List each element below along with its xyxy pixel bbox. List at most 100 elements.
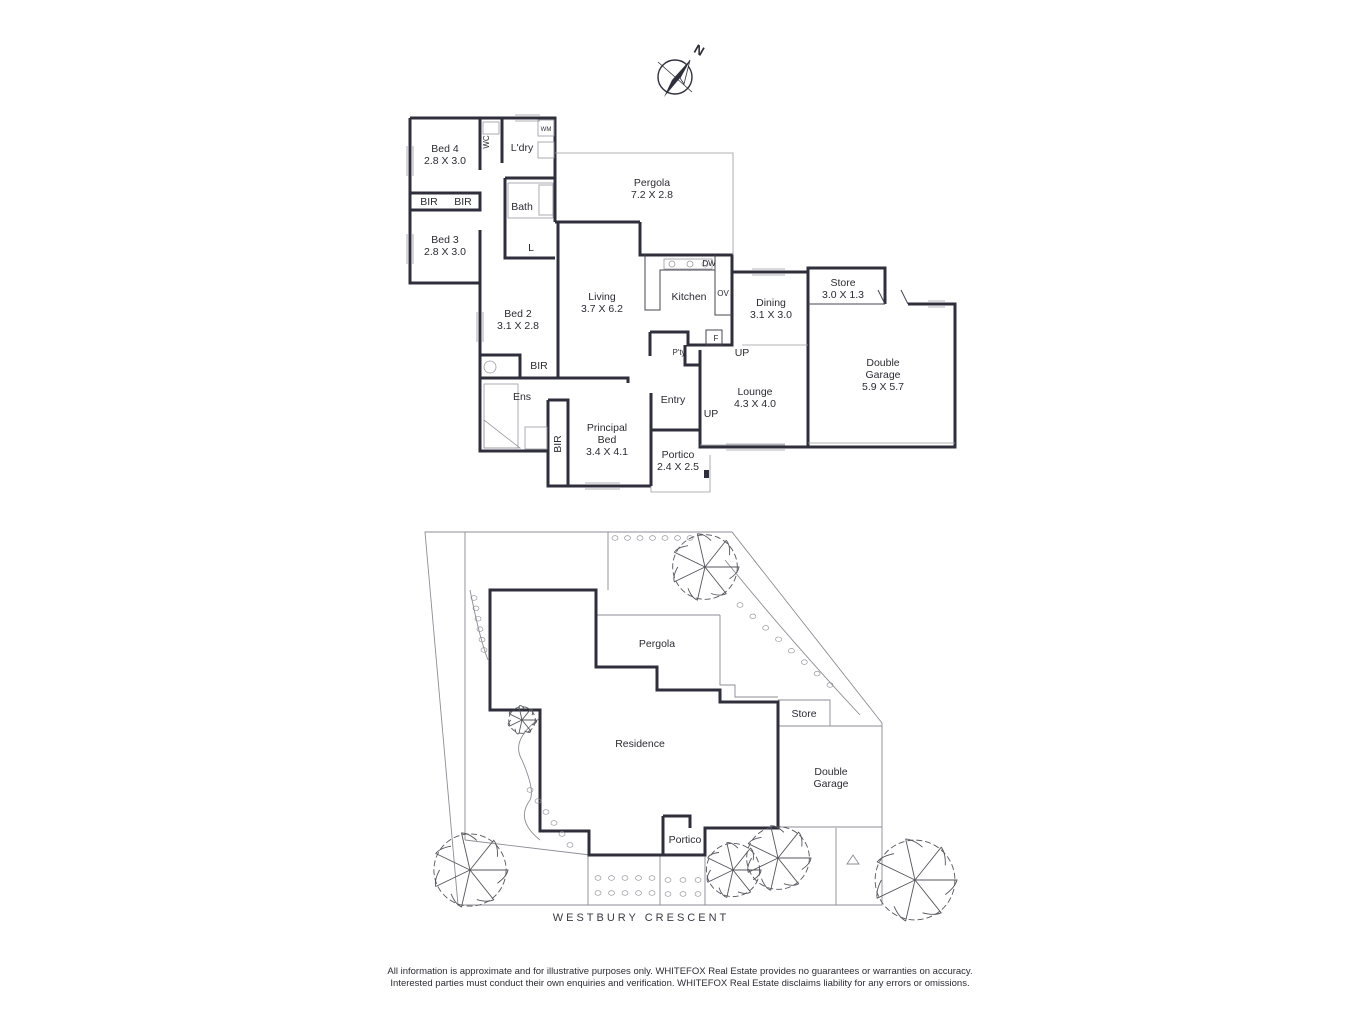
pebble: [749, 613, 757, 620]
room-garage-line2: Garage: [865, 369, 900, 381]
disclaimer-line-2: Interested parties must conduct their ow…: [390, 978, 970, 989]
site-garage-line1: Double: [814, 766, 847, 778]
pebble: [594, 875, 602, 881]
room-wc: WC: [482, 135, 491, 149]
room-bir-c: BIR: [530, 360, 548, 372]
pebble: [635, 875, 642, 881]
site-residence-outline: [488, 588, 780, 857]
pebble: [624, 535, 631, 541]
pebble: [542, 809, 550, 815]
room-store-dims: 3.0 X 1.3: [822, 289, 864, 301]
pebble: [558, 831, 566, 837]
pebble: [694, 877, 702, 883]
north-label: N: [691, 41, 707, 59]
room-principal-line2: Bed: [598, 434, 617, 446]
room-lounge-dims: 4.3 X 4.0: [734, 398, 776, 410]
room-bed4-dims: 2.8 X 3.0: [424, 155, 466, 167]
room-laundry: L'dry: [511, 142, 534, 154]
pebble: [621, 890, 629, 896]
room-pergola-name: Pergola: [634, 177, 670, 189]
room-dining-dims: 3.1 X 3.0: [750, 309, 792, 321]
pebble: [736, 602, 744, 608]
pebble: [474, 616, 482, 622]
pebble: [476, 626, 484, 632]
room-bed2-dims: 3.1 X 2.8: [497, 320, 539, 332]
site-plan-labels: Pergola Store Residence Double Garage Po…: [553, 638, 849, 924]
room-bir-a: BIR: [420, 196, 438, 208]
room-dw: DW: [702, 259, 716, 268]
pebble: [611, 535, 619, 541]
disclaimer: All information is approximate and for i…: [0, 966, 1360, 990]
site-pergola-label: Pergola: [639, 638, 675, 650]
tree-icon: [507, 705, 537, 735]
pebble: [788, 648, 795, 654]
pebble: [550, 820, 558, 826]
room-pantry: P'ty: [672, 348, 685, 357]
pebble: [648, 890, 656, 896]
disclaimer-line-1: All information is approximate and for i…: [387, 966, 973, 977]
pebble: [661, 535, 669, 541]
room-living-dims: 3.7 X 6.2: [581, 303, 623, 315]
room-bed3-name: Bed 3: [431, 234, 459, 246]
site-store-label: Store: [791, 708, 816, 720]
room-kitchen: Kitchen: [671, 291, 706, 303]
floor-plan-walls: [408, 116, 957, 488]
room-bir-d: BIR: [552, 435, 564, 453]
room-ensuite: Ens: [513, 391, 531, 403]
site-portico-label: Portico: [669, 834, 702, 846]
room-bed4-name: Bed 4: [431, 143, 459, 155]
pebble: [664, 891, 672, 897]
room-ov: OV: [717, 289, 729, 298]
pebble: [478, 636, 486, 643]
tree-icon: [672, 533, 740, 601]
room-garage-dims: 5.9 X 5.7: [862, 381, 904, 393]
room-lounge-name: Lounge: [737, 386, 772, 398]
pebble: [762, 625, 770, 631]
pebble: [648, 875, 656, 881]
room-bed3-dims: 2.8 X 3.0: [424, 246, 466, 258]
room-bir-b: BIR: [454, 196, 472, 208]
tree-icon: [746, 825, 812, 891]
pebble: [686, 535, 694, 541]
tree-icon: [705, 842, 762, 898]
pebble: [608, 875, 615, 881]
garden-pebbles: [470, 535, 834, 897]
room-store-name: Store: [830, 277, 855, 289]
room-portico-dims: 2.4 X 2.5: [657, 461, 699, 473]
pebble: [649, 535, 656, 541]
tree-icons: [433, 533, 958, 922]
tree-icon: [874, 838, 958, 922]
room-entry: Entry: [661, 394, 686, 406]
pebble: [566, 842, 574, 848]
room-living-name: Living: [588, 291, 616, 303]
site-residence-label: Residence: [615, 738, 665, 750]
room-bath: Bath: [511, 201, 533, 213]
pebble: [526, 787, 534, 793]
pebble: [534, 798, 542, 804]
floor-plan-labels: Bed 4 2.8 X 3.0 WC L'dry WM Pergola 7.2 …: [420, 127, 904, 473]
label-up-entry: UP: [704, 408, 719, 420]
street-name: WESTBURY CRESCENT: [553, 912, 730, 924]
pebble: [826, 682, 834, 688]
north-arrow-icon: [657, 59, 693, 97]
room-portico-name: Portico: [662, 449, 695, 461]
pebble: [470, 595, 478, 601]
pebble: [480, 647, 488, 653]
room-bed2-name: Bed 2: [504, 308, 532, 320]
pebble: [813, 670, 821, 677]
room-dining-name: Dining: [756, 297, 786, 309]
site-garage-line2: Garage: [813, 778, 848, 790]
pebble: [636, 535, 644, 541]
pebble: [679, 877, 687, 883]
pebble: [594, 890, 602, 896]
pebble: [472, 605, 480, 612]
label-up-dining: UP: [735, 347, 750, 359]
room-pergola-dims: 7.2 X 2.8: [631, 189, 673, 201]
room-garage-line1: Double: [866, 357, 899, 369]
pebble: [694, 891, 702, 897]
pebble: [679, 891, 687, 897]
tree-icon: [433, 832, 509, 908]
pebble: [635, 890, 642, 896]
room-wm: WM: [541, 127, 552, 133]
